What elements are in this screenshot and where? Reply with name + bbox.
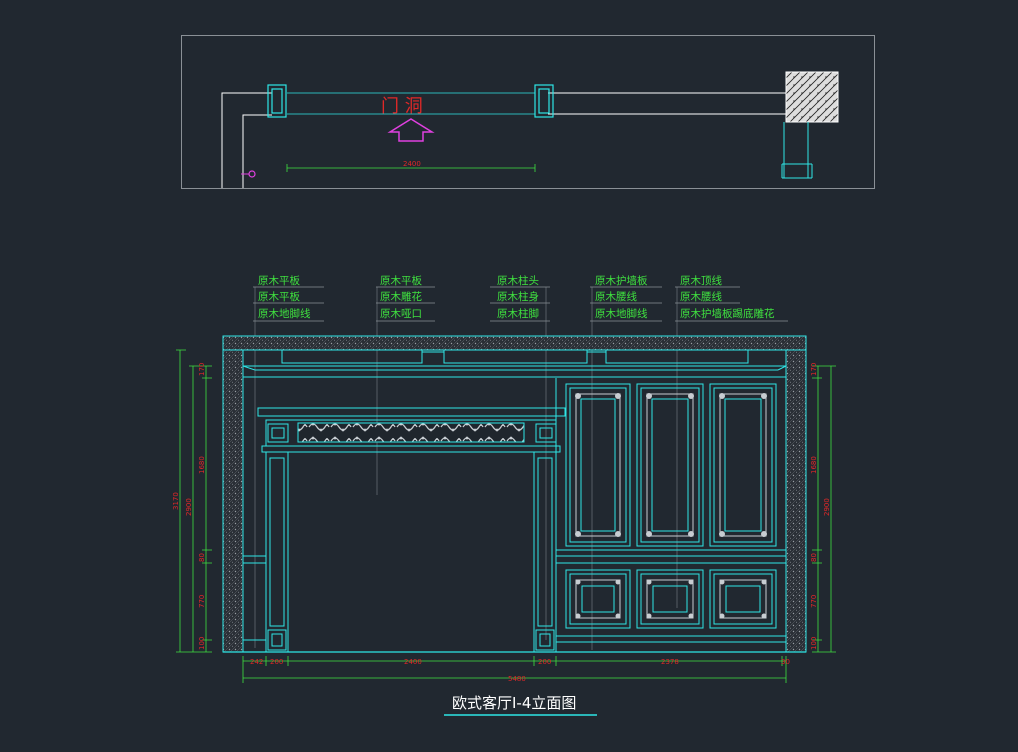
callout-label: 原木柱身 (497, 290, 539, 303)
dim-bottom: 2400 (404, 658, 422, 666)
title-text: 欧式客厅I-4立面图 (452, 694, 576, 712)
upper-panel-2 (636, 383, 704, 547)
dim-left-inner: 2900 (185, 498, 193, 516)
plan-wall-left (221, 92, 272, 188)
plan-marker (248, 170, 256, 178)
lower-panel-3 (709, 569, 777, 629)
callout-label: 原木地脚线 (258, 307, 311, 320)
dim-right-overall: 2900 (823, 498, 831, 516)
plan-wall-stub (781, 122, 813, 179)
callout-label: 原木腰线 (595, 290, 637, 303)
up-arrow-icon (387, 118, 435, 142)
callout-label: 原木雕花 (380, 290, 422, 303)
wall-panelling (555, 378, 786, 652)
plan-view: 门 洞 2400 (181, 35, 875, 189)
panel-ornaments (575, 393, 767, 619)
hatch-wall-left (222, 349, 244, 653)
lower-panel-1 (565, 569, 631, 629)
plan-column-right (534, 84, 554, 118)
dimensions (176, 349, 836, 683)
hatch-wall-right (785, 349, 807, 653)
callout-label: 原木腰线 (680, 290, 722, 303)
callout-label: 原木平板 (258, 274, 300, 287)
upper-panel-3 (709, 383, 777, 547)
dim-bottom: 242 (250, 658, 263, 666)
dim-bottom: 200 (538, 658, 551, 666)
carved-frieze (297, 422, 525, 443)
callout-label: 原木顶线 (680, 274, 722, 287)
lower-panel-2 (636, 569, 704, 629)
archway (243, 407, 566, 653)
drawing-title: 欧式客厅I-4立面图 (444, 694, 597, 716)
plan-wall-right (548, 92, 786, 115)
callout-label: 原木哑口 (380, 308, 422, 320)
plan-dimension: 2400 (403, 160, 421, 168)
dim-left-seg: 100 (198, 637, 206, 650)
dim-left-seg: 770 (198, 595, 206, 608)
dim-bottom: 2378 (661, 658, 679, 666)
callout-group-3: 原木柱头 原木柱身 原木柱脚 (490, 274, 550, 640)
dim-right-seg: 80 (810, 553, 818, 562)
callout-label: 原木柱脚 (497, 307, 539, 320)
dim-left-seg: 80 (198, 553, 206, 562)
callout-label: 原木护墙板踢底雕花 (680, 307, 775, 320)
callout-label: 原木柱头 (497, 274, 539, 287)
dim-left-seg: 170 (198, 363, 206, 376)
dim-left-seg: 1680 (198, 456, 206, 474)
hatch-ceiling (222, 335, 807, 351)
door-label: 门 洞 (381, 96, 423, 117)
dim-bottom: 30 (781, 658, 790, 666)
dim-right-seg: 1680 (810, 456, 818, 474)
callout-group-2: 原木平板 原木雕花 原木哑口 (376, 274, 435, 495)
dimension-texts: 242 200 2400 200 2378 30 5480 3170 2900 … (172, 363, 831, 683)
upper-panel-1 (565, 383, 631, 547)
concrete-hatch-icon (785, 71, 839, 123)
callout-label: 原木地脚线 (595, 307, 648, 320)
dim-total: 5480 (508, 675, 526, 683)
dim-right-seg: 170 (810, 363, 818, 376)
plan-frame (181, 35, 875, 189)
callouts: 原木平板 原木平板 原木地脚线 原木平板 原木雕花 原木哑口 原木柱头 原木柱身… (253, 274, 788, 650)
dim-bottom: 200 (270, 658, 283, 666)
ceiling-moulding (242, 350, 787, 378)
dim-right-seg: 770 (810, 595, 818, 608)
dim-right-seg: 100 (810, 637, 818, 650)
dim-left-overall: 3170 (172, 492, 180, 510)
callout-label: 原木平板 (258, 290, 300, 303)
callout-label: 原木护墙板 (595, 274, 648, 287)
plan-column-left (267, 84, 287, 118)
callout-group-5: 原木顶线 原木腰线 原木护墙板踢底雕花 (675, 274, 788, 608)
elevation-view (222, 335, 807, 653)
callout-label: 原木平板 (380, 274, 422, 287)
